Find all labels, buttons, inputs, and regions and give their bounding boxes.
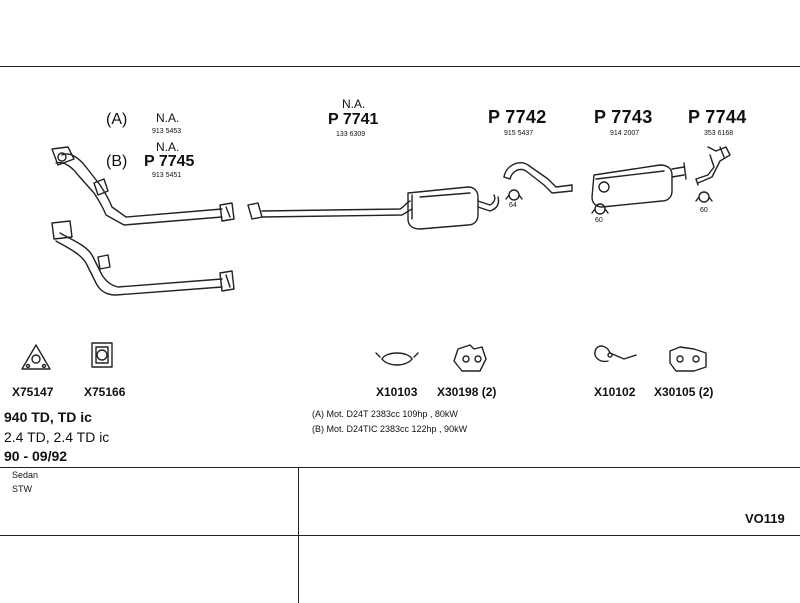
accessory-code: X75147: [12, 385, 54, 399]
engine-note: (A) Mot. D24T 2383cc 109hp , 80kW: [312, 409, 458, 419]
variant-b-na: N.A.: [156, 140, 180, 154]
section-divider: [0, 467, 800, 468]
diagram-code: VO119: [745, 511, 785, 526]
variant-b-code: P 7745: [144, 153, 195, 170]
variant-a-na: N.A.: [156, 111, 180, 125]
body-type: STW: [12, 484, 32, 494]
clamp-60-icon: [591, 203, 609, 215]
square-gasket-icon: [91, 342, 113, 368]
p7742-code: P 7742: [488, 107, 547, 127]
diagram-frame: (A) N.A. 913 5453 N.A. (B) P 7745 913 54…: [0, 66, 800, 603]
accessory-code: X30105 (2): [654, 385, 714, 399]
variant-b-tag: (B): [106, 153, 128, 170]
triangle-gasket-icon: [21, 344, 51, 370]
accessory-code: X10103: [376, 385, 418, 399]
p7743-clamp: 60: [595, 217, 603, 224]
rubber-mount-icon: [453, 344, 487, 372]
accessory-code: X10102: [594, 385, 636, 399]
rear-silencer-p7743: [591, 162, 687, 208]
clamp-64-icon: [505, 189, 523, 201]
variant-b-part-no: 913 5451: [152, 172, 182, 179]
column-divider: [298, 467, 299, 603]
body-type: Sedan: [12, 470, 39, 480]
variant-a-part-no: 913 5453: [152, 128, 182, 135]
mid-pipe-na: N.A.: [342, 97, 366, 111]
p7744-part-no: 353 6168: [704, 130, 734, 137]
p7743-part-no: 914 2007: [610, 130, 640, 137]
pipe-p7742: [503, 161, 573, 194]
clamp-icon: [375, 352, 419, 366]
model-name: 940 TD, TD ic: [4, 409, 92, 425]
model-engines: 2.4 TD, 2.4 TD ic: [4, 429, 110, 445]
accessory-code: X30198 (2): [437, 385, 497, 399]
p7742-clamp: 64: [509, 202, 517, 209]
mid-pipe-code: P 7741: [328, 111, 379, 128]
p7744-code: P 7744: [688, 107, 747, 127]
p7744-clamp: 60: [700, 207, 708, 214]
accessory-code: X75166: [84, 385, 126, 399]
p7742-part-no: 915 5437: [504, 130, 534, 137]
engine-note: (B) Mot. D24TIC 2383cc 122hp , 90kW: [312, 424, 468, 434]
exhaust-diagram: [21, 146, 731, 372]
rubber-mount-2-icon: [669, 346, 707, 372]
variant-a-tag: (A): [106, 111, 128, 128]
front-pipe-upper: [51, 146, 235, 226]
p7743-code: P 7743: [594, 107, 653, 127]
wire-hanger-icon: [594, 345, 637, 363]
clamp-60b-icon: [695, 191, 713, 203]
front-pipe-lower: [51, 220, 235, 296]
tailpipe-p7744: [695, 146, 731, 186]
model-years: 90 - 09/92: [4, 448, 68, 464]
mid-pipe-p7741: [247, 186, 500, 230]
mid-pipe-part-no: 133 6309: [336, 131, 366, 138]
